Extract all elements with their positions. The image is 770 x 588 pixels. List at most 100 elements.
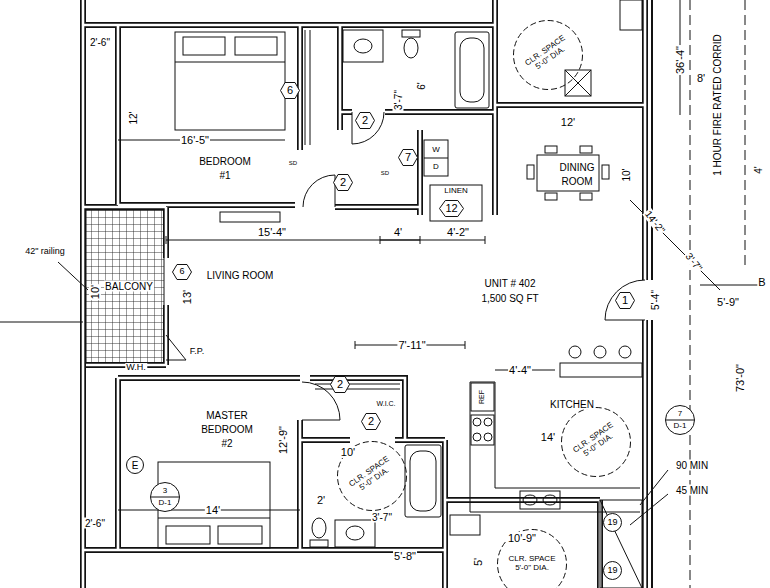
callout-number: 2 (368, 415, 374, 427)
plan-label: 3'-7" (371, 512, 393, 523)
plan-label: 4' (393, 226, 403, 238)
clearance-note: CLR. SPACE 5'-0" DIA. (522, 33, 575, 77)
plan-label: 2' (316, 494, 326, 506)
plan-label: 14'-2" (642, 208, 668, 236)
plan-label: 7'-11" (397, 339, 426, 351)
callout-number: 12 (445, 202, 457, 214)
plan-label: 42" railing (24, 247, 66, 257)
callout-circle: 19 (603, 513, 622, 532)
callout-number: 1 (622, 294, 628, 306)
clear-space-circle: CLR. SPACE 5'-0" DIA. (561, 407, 631, 477)
callout-hexagon: 6 (172, 264, 192, 280)
plan-label: DINING (559, 162, 596, 173)
hexagon-shape (281, 83, 300, 99)
callout-hexagon: 6 (280, 82, 300, 99)
plan-label: 3'-7" (683, 250, 705, 274)
plan-label: 45 MIN (675, 485, 709, 496)
plan-label: F.P. (189, 347, 205, 357)
hexagon-shape (331, 377, 350, 393)
plan-label: 5'-9" (716, 296, 740, 308)
detail-callout-circle: 7D-1 (665, 405, 695, 435)
circle-shape (604, 562, 622, 580)
plan-label: KITCHEN (549, 399, 595, 410)
plan-label: W.H. (125, 363, 147, 373)
plan-label: 14' (205, 504, 221, 516)
callout-number: 6 (179, 267, 184, 277)
balcony-tile (86, 210, 164, 363)
hexagon-shape (440, 201, 464, 217)
plan-label: 4' (753, 165, 764, 174)
callout-hexagon: 2 (361, 413, 381, 430)
plan-label: 12' (128, 110, 139, 125)
clearance-circle (514, 21, 583, 90)
plan-label: 4'-2" (446, 226, 470, 238)
plan-label: #2 (220, 438, 233, 449)
hexagon-shape (356, 113, 375, 129)
plan-label: 1,500 SQ FT (480, 293, 539, 304)
clearance-circle (562, 408, 631, 477)
clearance-circle (338, 442, 407, 511)
hexagon-shape (173, 265, 192, 280)
plan-label: 10'-9" (507, 532, 537, 544)
hexagon-shape (399, 150, 418, 166)
plan-label: UNIT # 402 (484, 278, 537, 289)
plan-label: 6' (416, 81, 427, 90)
plan-label: 1 HOUR FIRE RATED CORRID (712, 33, 723, 177)
plan-label: BALCONY (104, 281, 154, 292)
plan-label: SD (288, 160, 298, 167)
callout-number: 2 (337, 378, 343, 390)
hexagon-shape (334, 175, 353, 191)
callout-number: 7 (678, 410, 682, 419)
circle-shape (666, 406, 695, 435)
callout-hexagon: 1 (615, 292, 635, 309)
clearance-note: CLR. SPACE 5'-0" DIA. (346, 454, 399, 498)
callout-number: 6 (287, 84, 293, 96)
plan-label: 5'-8" (393, 550, 417, 562)
plan-label: LIVING ROOM (206, 270, 275, 281)
plan-label: 3'-7" (393, 89, 404, 111)
plan-label: 12'-9" (277, 425, 289, 455)
callout-circle: E (126, 456, 144, 474)
plan-label: SD (380, 170, 390, 177)
clear-space-circle: CLR. SPACE 5'-0" DIA. (513, 20, 583, 90)
circle-shape (151, 483, 180, 512)
detail-callout-circle: 3D-1 (150, 482, 180, 512)
plan-label: 2'-6" (84, 518, 106, 529)
callout-hexagon: 2 (355, 112, 375, 129)
callout-number: D-1 (674, 422, 687, 431)
plan-label: 14' (540, 431, 556, 443)
callout-number: D-1 (159, 499, 172, 508)
plan-label: W (431, 146, 441, 155)
plan-label: 5' (472, 557, 484, 567)
plan-label: 13' (181, 289, 193, 305)
plan-label: D (432, 163, 440, 172)
callout-number: 3 (163, 487, 167, 496)
hexagon-shape (362, 414, 381, 430)
plan-label: W.I.C. (375, 400, 396, 408)
callout-number: 2 (362, 114, 368, 126)
callout-hexagon: 2 (333, 174, 353, 191)
callout-number: 2 (340, 176, 346, 188)
plan-label: LINEN (443, 187, 469, 196)
plan-label: MASTER (205, 410, 249, 421)
clearance-circle (498, 530, 567, 588)
wall-core (83, 0, 645, 588)
callout-hexagon: 7 (398, 149, 418, 166)
plan-label: 4'-4" (508, 364, 532, 376)
plan-label: #1 (218, 170, 231, 181)
plan-label: B (757, 276, 766, 288)
plan-label: 8' (696, 72, 706, 84)
hexagon-shape (616, 293, 635, 309)
circle-shape (127, 457, 144, 474)
plan-label: 15'-4" (257, 226, 287, 238)
plan-label: REF (478, 389, 486, 405)
wall-outline (83, 0, 645, 588)
plan-label: 10' (89, 284, 101, 300)
divider-line (666, 420, 694, 421)
plan-label: 16'-5" (180, 134, 210, 146)
plan-label: 10' (621, 167, 632, 182)
callout-number: 19 (607, 566, 617, 576)
plan-label: 5'-4" (650, 289, 661, 311)
plan-label: ROOM (560, 176, 593, 187)
